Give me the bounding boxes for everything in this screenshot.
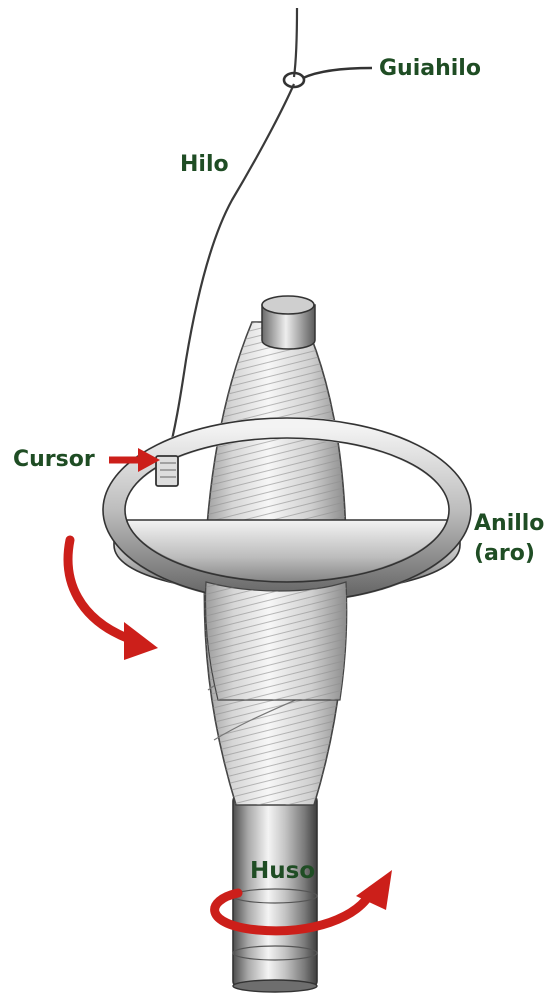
label-hilo: Hilo [180,152,229,178]
thread-guide [284,68,372,87]
label-anillo-line1: Anillo [474,509,544,539]
traveller [156,456,178,486]
label-anillo-line2: (aro) [474,539,544,569]
label-cursor: Cursor [13,447,95,473]
label-guiahilo: Guiahilo [379,56,481,82]
label-huso: Huso [250,858,315,884]
spindle [233,795,317,992]
label-anillo: Anillo (aro) [474,509,544,569]
spindle-tip [262,296,315,349]
yarn-cop-front [206,582,347,700]
